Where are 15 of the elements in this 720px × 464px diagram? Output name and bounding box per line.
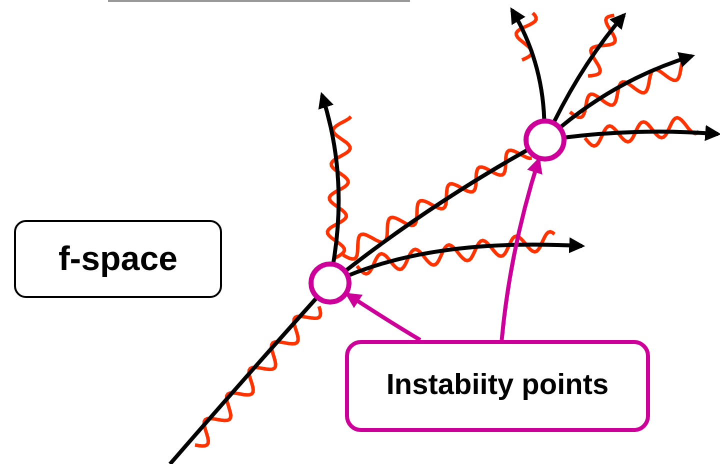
label-box — [345, 340, 650, 432]
instability-circle — [308, 261, 352, 305]
arrow — [348, 237, 586, 277]
arrow — [566, 125, 720, 142]
box-label: Instabiity points — [386, 368, 609, 404]
label-box — [14, 220, 222, 298]
arrow — [344, 292, 422, 342]
instability-circle — [523, 118, 567, 162]
arrow — [552, 12, 626, 122]
trajectory-line — [168, 297, 318, 464]
arrow — [560, 52, 696, 128]
trajectory-line — [345, 148, 528, 272]
arrow — [318, 92, 341, 263]
box-label: f-space — [58, 238, 178, 280]
arrow — [510, 7, 546, 120]
